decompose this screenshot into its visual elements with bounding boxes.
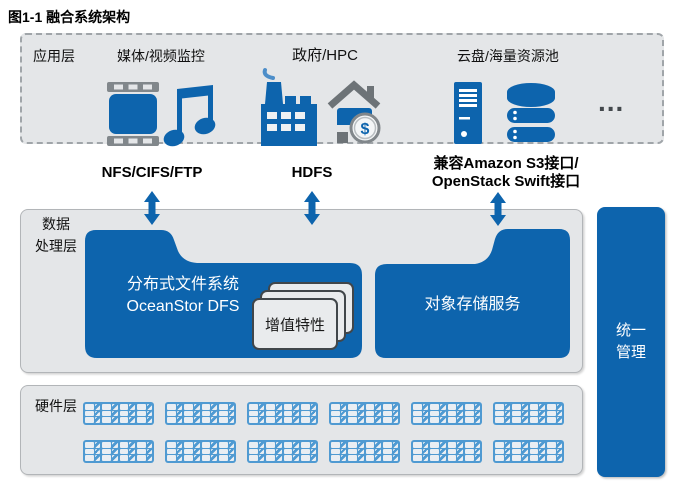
music-note-icon bbox=[163, 85, 216, 147]
unified-management-line2: 管理 bbox=[615, 344, 646, 361]
server-unit-icon bbox=[83, 440, 154, 463]
nfs-cifs-ftp-label: NFS/CIFS/FTP bbox=[101, 164, 203, 181]
unified-management-line1: 统一 bbox=[615, 322, 646, 339]
server-unit-icon bbox=[411, 402, 482, 425]
server-unit-icon bbox=[165, 440, 236, 463]
database-icon bbox=[507, 83, 555, 142]
hardware-units-row bbox=[83, 440, 564, 463]
house-dollar-icon: $ bbox=[327, 80, 381, 144]
server-unit-icon bbox=[83, 402, 154, 425]
value-added-card-stack: 增值特性 bbox=[252, 282, 356, 352]
factory-icon bbox=[261, 68, 317, 146]
hdfs-label: HDFS bbox=[291, 164, 333, 181]
server-unit-icon bbox=[247, 402, 318, 425]
cloud-resource-pool-label: 云盘/海量资源池 bbox=[457, 48, 559, 64]
dfs-label-line1: 分布式文件系统 bbox=[126, 276, 239, 293]
figure-title: 图1-1 融合系统架构 bbox=[8, 9, 131, 25]
data-processing-label-line1: 数据 bbox=[42, 216, 70, 232]
double-arrow-icon bbox=[304, 191, 320, 225]
double-arrow-icon bbox=[490, 192, 506, 226]
dollar-symbol: $ bbox=[361, 121, 370, 138]
server-tower-icon bbox=[454, 82, 482, 144]
application-layer-label: 应用层 bbox=[33, 48, 75, 64]
dfs-label-line2: OceanStor DFS bbox=[126, 298, 240, 315]
server-unit-icon bbox=[493, 402, 564, 425]
server-unit-icon bbox=[411, 440, 482, 463]
server-unit-icon bbox=[247, 440, 318, 463]
double-arrow-icon bbox=[144, 191, 160, 225]
server-unit-icon bbox=[493, 440, 564, 463]
object-storage-folder-shape bbox=[375, 229, 570, 358]
value-added-card: 增值特性 bbox=[252, 298, 338, 350]
object-storage-label: 对象存储服务 bbox=[424, 296, 521, 313]
server-unit-icon bbox=[329, 440, 400, 463]
hardware-units-row bbox=[83, 402, 564, 425]
s3-swift-label: 兼容Amazon S3接口/ OpenStack Swift接口 bbox=[400, 155, 612, 191]
film-icon bbox=[107, 82, 159, 146]
data-processing-label-line2: 处理层 bbox=[35, 238, 77, 254]
server-unit-icon bbox=[329, 402, 400, 425]
data-processing-layer-label: 数据 处理层 bbox=[24, 213, 88, 257]
s3-label-line2: OpenStack Swift接口 bbox=[431, 173, 581, 190]
dfs-label: 分布式文件系统 OceanStor DFS bbox=[98, 274, 268, 318]
s3-label-line1: 兼容Amazon S3接口/ bbox=[433, 155, 579, 172]
more-applications-ellipsis: ... bbox=[598, 86, 625, 117]
media-video-label: 媒体/视频监控 bbox=[117, 48, 205, 64]
server-unit-icon bbox=[165, 402, 236, 425]
hardware-layer-label: 硬件层 bbox=[35, 398, 77, 414]
government-hpc-label: 政府/HPC bbox=[292, 47, 358, 64]
unified-management-box: 统一 管理 bbox=[597, 207, 665, 477]
